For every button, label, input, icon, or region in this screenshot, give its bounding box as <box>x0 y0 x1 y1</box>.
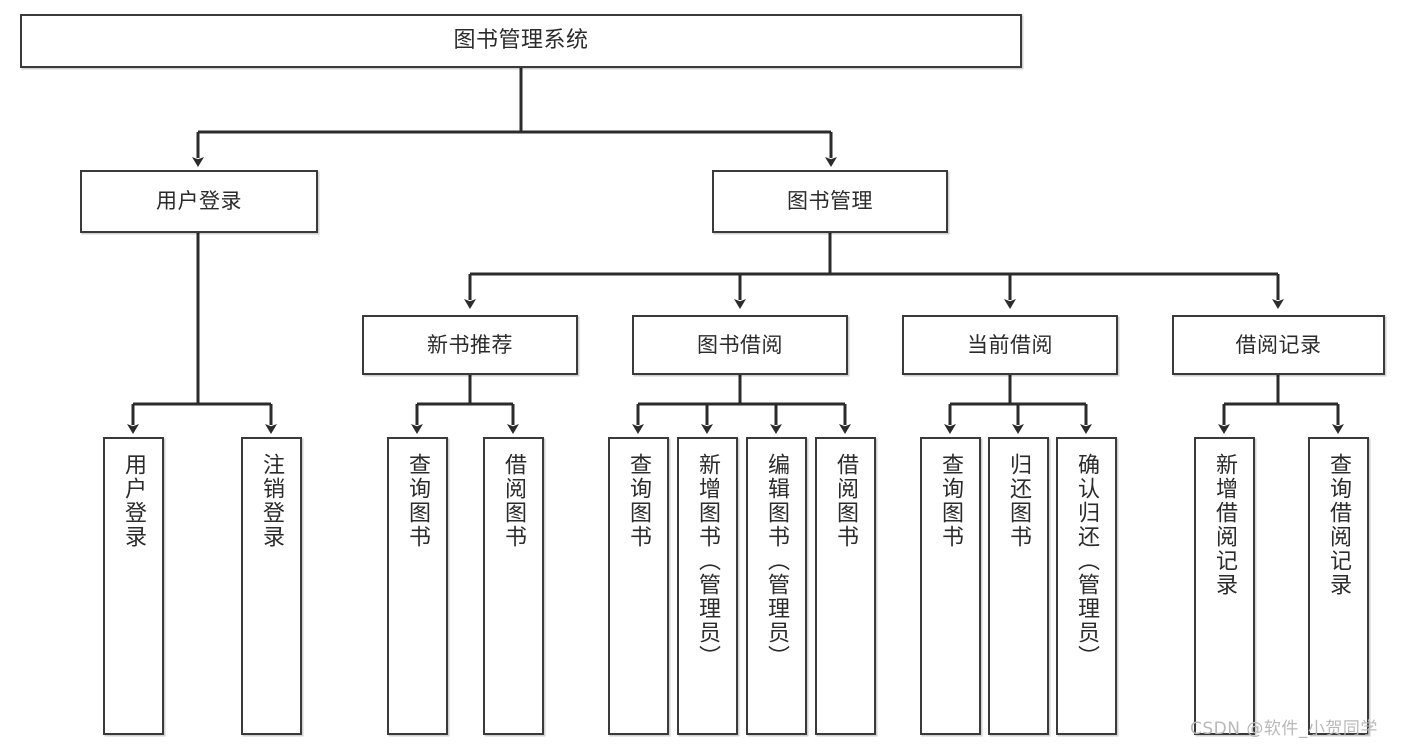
node-book-management[interactable]: 图书管理 <box>712 170 948 233</box>
node-label: 查询图书 <box>626 453 652 549</box>
node-leaf-edit-book[interactable]: 编辑图书（管理员） <box>746 437 807 735</box>
node-leaf-add-book[interactable]: 新增图书（管理员） <box>677 437 738 735</box>
node-current-borrow[interactable]: 当前借阅 <box>902 315 1118 375</box>
node-label: 图书借阅 <box>697 332 783 357</box>
node-leaf-query-record[interactable]: 查询借阅记录 <box>1308 437 1369 735</box>
node-label: 查询图书 <box>938 453 964 549</box>
node-label: 用户登录 <box>121 453 147 549</box>
node-leaf-confirm-return[interactable]: 确认归还（管理员） <box>1056 437 1117 735</box>
csdn-watermark: CSDN @软件_小贺同学 <box>1190 719 1378 739</box>
node-label: 归还图书 <box>1006 453 1032 549</box>
node-borrow-record[interactable]: 借阅记录 <box>1172 315 1385 375</box>
node-book-borrow[interactable]: 图书借阅 <box>632 315 848 375</box>
node-label: 当前借阅 <box>967 332 1053 357</box>
node-leaf-query-book-2[interactable]: 查询图书 <box>608 437 669 735</box>
node-label: 借阅记录 <box>1235 332 1322 357</box>
node-label: 借阅图书 <box>501 453 527 549</box>
node-leaf-add-record[interactable]: 新增借阅记录 <box>1194 437 1255 735</box>
node-leaf-query-book-3[interactable]: 查询图书 <box>920 437 981 735</box>
node-leaf-query-book-1[interactable]: 查询图书 <box>387 437 448 735</box>
node-label: 用户登录 <box>156 189 242 214</box>
node-leaf-user-login[interactable]: 用户登录 <box>103 437 164 735</box>
node-new-book-recommend[interactable]: 新书推荐 <box>362 315 578 375</box>
node-label: 查询图书 <box>405 453 431 549</box>
node-leaf-borrow-book-2[interactable]: 借阅图书 <box>815 437 876 735</box>
node-root-system[interactable]: 图书管理系统 <box>20 14 1022 68</box>
node-leaf-logout[interactable]: 注销登录 <box>241 437 302 735</box>
node-label: 新增借阅记录 <box>1212 453 1238 597</box>
node-leaf-borrow-book-1[interactable]: 借阅图书 <box>483 437 544 735</box>
node-label: 新书推荐 <box>427 332 513 357</box>
node-leaf-return-book[interactable]: 归还图书 <box>988 437 1049 735</box>
node-label: 确认归还（管理员） <box>1074 453 1100 669</box>
node-label: 图书管理系统 <box>453 28 589 54</box>
node-label: 查询借阅记录 <box>1326 453 1352 597</box>
node-user-login[interactable]: 用户登录 <box>80 170 318 233</box>
node-label: 图书管理 <box>787 189 873 214</box>
node-label: 注销登录 <box>259 453 285 549</box>
node-label: 借阅图书 <box>833 453 859 549</box>
node-label: 编辑图书（管理员） <box>764 453 790 669</box>
node-label: 新增图书（管理员） <box>695 453 721 669</box>
